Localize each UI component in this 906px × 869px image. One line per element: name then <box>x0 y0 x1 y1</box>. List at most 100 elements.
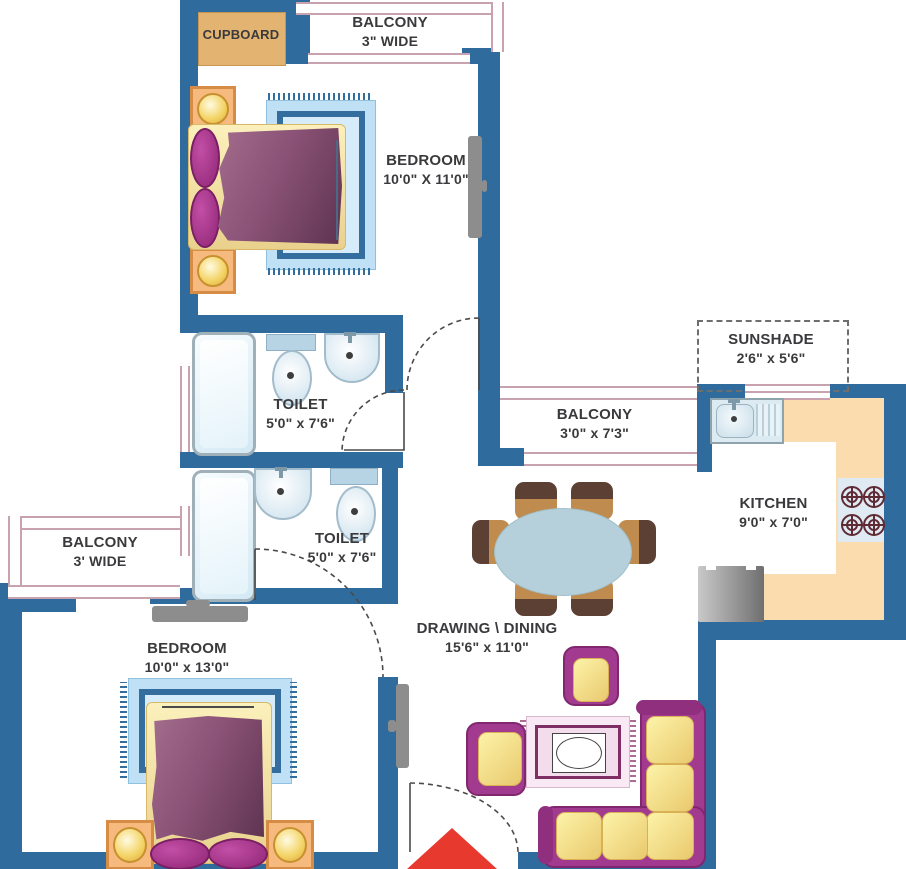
wall-segment <box>830 384 906 400</box>
door-swing-arc <box>406 317 480 391</box>
sofa-arm <box>538 806 553 864</box>
room-dims: 3'0" x 7'3" <box>560 424 629 441</box>
bed-blanket <box>152 716 264 841</box>
room-name: SUNSHADE <box>728 331 814 348</box>
armchair <box>466 722 526 796</box>
balcony-railing <box>8 516 180 530</box>
toilet-wc <box>272 350 312 406</box>
label-cupboard: CUPBOARD <box>196 27 286 43</box>
faucet-icon <box>732 399 736 410</box>
rug-fringe <box>268 93 372 100</box>
wall-segment <box>478 48 500 452</box>
coffee-rug <box>526 716 630 788</box>
sofa-arm <box>636 700 702 715</box>
wall-segment <box>697 384 712 472</box>
label-bedroom2: BEDROOM 10'0" x 13'0" <box>118 640 256 676</box>
lamp-icon <box>273 827 307 863</box>
wash-basin <box>324 333 380 383</box>
kitchen-sink <box>710 398 784 444</box>
room-dims: 15'6" x 11'0" <box>444 638 530 655</box>
room-dims: 2'6" x 5'6" <box>736 349 806 366</box>
bathtub <box>192 470 256 602</box>
bed-frame-line <box>336 140 338 240</box>
window <box>745 384 830 400</box>
balcony-railing <box>296 2 500 15</box>
wall-segment <box>378 677 398 869</box>
dining-table <box>494 508 632 596</box>
sofa-cushion <box>646 812 694 860</box>
balcony-railing <box>308 53 470 64</box>
tv-mount <box>482 180 487 192</box>
balcony-railing <box>8 516 22 594</box>
wall-segment <box>698 620 906 640</box>
bed-frame-line <box>162 706 254 708</box>
room-name: BALCONY <box>62 534 138 551</box>
door-swing-arc <box>254 548 384 678</box>
room-name: CUPBOARD <box>202 27 280 42</box>
wall-segment <box>385 315 403 393</box>
sofa-cushion <box>646 716 694 764</box>
pillow <box>190 128 220 188</box>
label-drawing-dining: DRAWING \ DINING 15'6" x 11'0" <box>402 620 572 656</box>
wall-segment <box>382 452 398 604</box>
label-balcony-top: BALCONY 3" WIDE <box>325 14 455 50</box>
rug-fringe <box>268 268 372 275</box>
balcony-railing <box>524 452 697 466</box>
room-name: BALCONY <box>556 406 633 423</box>
bathtub <box>192 332 256 456</box>
wall-segment <box>180 452 403 468</box>
sofa-cushion <box>556 812 602 860</box>
toilet-cistern <box>330 468 378 485</box>
sofa-cushion <box>602 812 648 860</box>
armchair-cushion <box>478 732 522 786</box>
balcony-railing <box>491 2 504 52</box>
tv-mount <box>186 600 210 607</box>
coffee-table-top <box>556 737 602 769</box>
room-dims: 3" WIDE <box>361 32 419 49</box>
entrance-arrow-icon <box>407 828 497 869</box>
toilet-cistern <box>266 334 316 351</box>
label-sunshade: SUNSHADE 2'6" x 5'6" <box>700 331 842 367</box>
room-name: BALCONY <box>352 14 428 31</box>
wall-segment <box>180 315 403 333</box>
basin-drain <box>346 352 353 359</box>
rug-fringe <box>120 682 127 778</box>
fridge-handle <box>706 566 716 570</box>
room-name: TOILET <box>314 530 370 547</box>
room-dims: 9'0" x 7'0" <box>739 513 808 530</box>
label-toilet2: TOILET 5'0" x 7'6" <box>288 530 396 566</box>
room-dims: 3' WIDE <box>73 552 127 569</box>
label-balcony-right: BALCONY 3'0" x 7'3" <box>532 406 657 442</box>
nightstand <box>106 820 154 869</box>
room-name: KITCHEN <box>739 495 808 512</box>
wall-segment <box>0 583 22 869</box>
tv <box>152 606 248 622</box>
lamp-icon <box>197 255 229 287</box>
sofa-cushion <box>646 764 694 812</box>
label-kitchen: KITCHEN 9'0" x 7'0" <box>706 495 841 531</box>
tv <box>396 684 409 768</box>
bathtub-inner <box>200 340 248 448</box>
sink-drain <box>731 416 737 422</box>
room-name: BEDROOM <box>147 640 227 657</box>
wall-segment <box>478 448 524 466</box>
label-balcony-left: BALCONY 3' WIDE <box>38 534 162 570</box>
tv <box>468 136 482 238</box>
room-dims: 5'0" x 7'6" <box>307 548 377 565</box>
wall-segment <box>180 0 290 12</box>
fridge-handle <box>746 566 756 570</box>
wash-basin <box>254 468 312 520</box>
nightstand <box>190 248 236 294</box>
pillow <box>190 188 220 248</box>
armchair-cushion <box>573 658 609 702</box>
tv-mount <box>388 720 396 732</box>
sink-drainboard <box>756 404 780 436</box>
toilet-flush <box>351 508 358 515</box>
room-name: TOILET <box>273 396 328 413</box>
basin-drain <box>277 488 284 495</box>
pillow <box>150 838 210 869</box>
door-leaf <box>344 392 405 451</box>
room-dims: 5'0" x 7'6" <box>266 414 335 431</box>
armchair <box>563 646 619 706</box>
